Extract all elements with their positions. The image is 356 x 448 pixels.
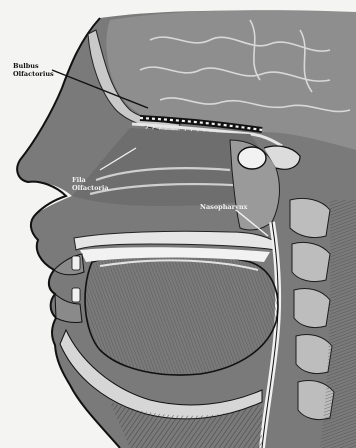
tongue: [85, 253, 278, 375]
nasopharynx-label-text: Nasopharynx: [200, 203, 247, 211]
bulbus-olfactorius-label: Bulbus Olfactorius: [13, 62, 54, 78]
fila-label-line2: Olfactoria: [72, 184, 109, 192]
upper-incisor: [72, 256, 80, 270]
fila-olfactoria-label: Fila Olfactoria: [72, 176, 109, 192]
bulbus-label-line2: Olfactorius: [13, 70, 54, 78]
bulbus-label-line1: Bulbus: [13, 62, 54, 70]
lower-incisor: [72, 288, 80, 302]
nasopharynx-label: Nasopharynx: [200, 203, 247, 211]
fila-label-line1: Fila: [72, 176, 109, 184]
sphenoid-sinus: [238, 147, 266, 169]
